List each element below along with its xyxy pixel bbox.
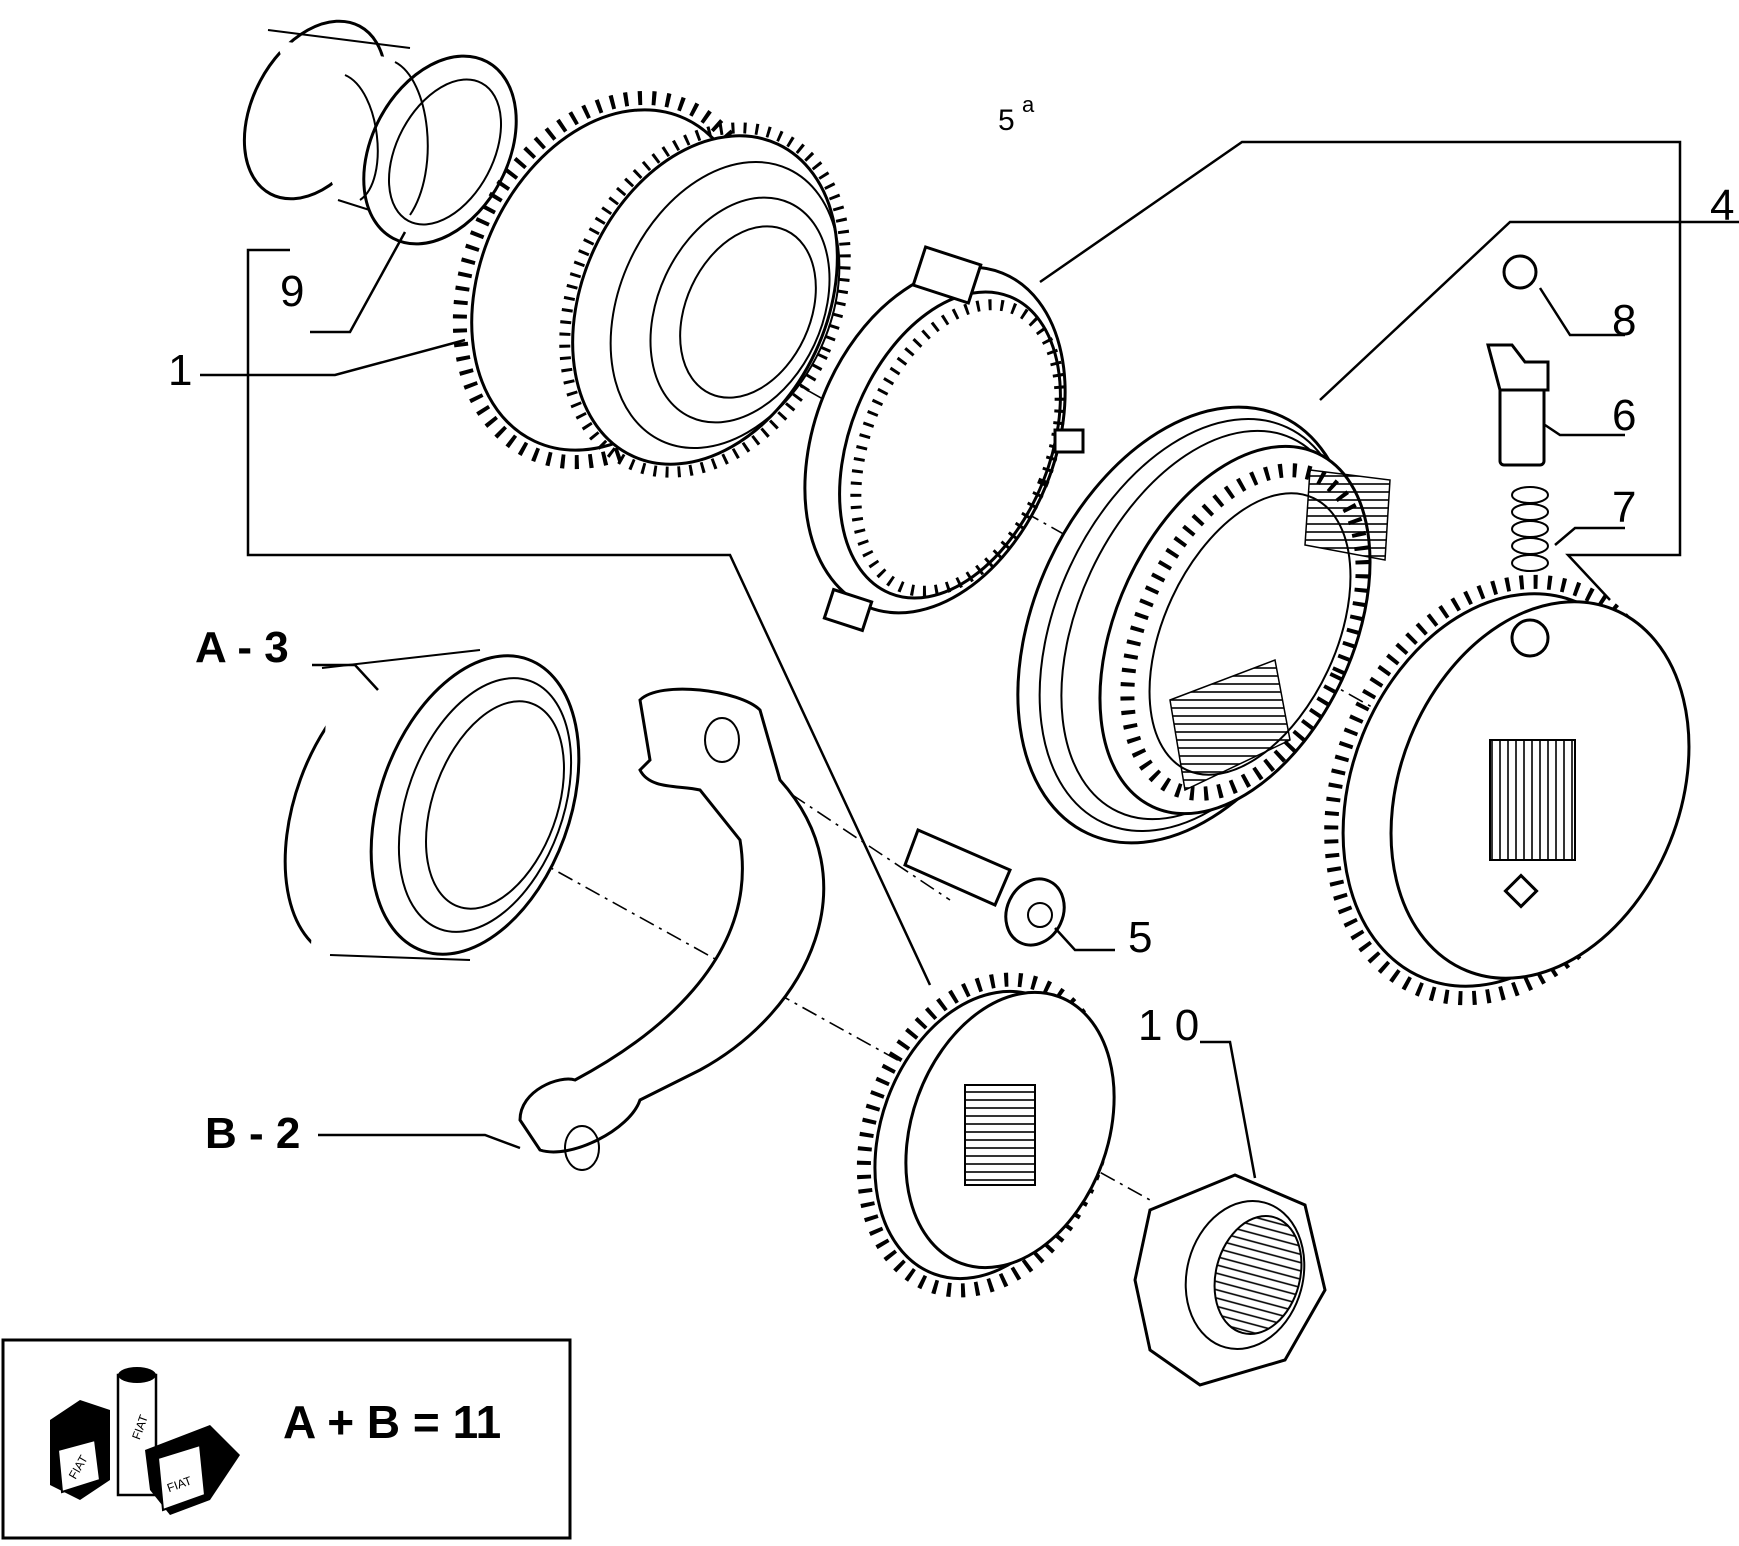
part-1-gear: [452, 90, 851, 478]
part-6-pin: [1486, 343, 1550, 467]
callout-1: 1: [168, 346, 192, 395]
part-4-sleeve: [1016, 405, 1391, 845]
part-7-spring: [1511, 486, 1549, 572]
synchro-ring: [803, 245, 1085, 633]
part-9-bushing: [242, 19, 518, 246]
group-bracket: [246, 140, 1682, 986]
callout-4: 4: [1710, 181, 1734, 230]
callout-7: 7: [1612, 483, 1636, 532]
callout-9: 9: [280, 267, 304, 316]
part-3-bearing: [283, 649, 581, 965]
callout-labels: 1 B - 2 A - 3 4 5 6 7 8 9 1 0: [168, 181, 1734, 1158]
leader-lines: [200, 220, 1739, 1179]
part-2-plate: [518, 687, 826, 1171]
svg-text:a: a: [1022, 92, 1035, 117]
synchro-hub: [1324, 574, 1691, 1006]
output-gear: [856, 972, 1116, 1298]
callout-3: A - 3: [195, 623, 289, 672]
diagram-title: 5 a: [998, 92, 1035, 137]
fiat-kit-icon: FIAT FIAT FIAT: [50, 1367, 240, 1515]
callout-5: 5: [1128, 913, 1152, 962]
legend-box: FIAT FIAT FIAT A + B = 11: [1, 1338, 572, 1540]
svg-text:5: 5: [998, 104, 1015, 137]
part-10-nut: [1133, 1173, 1327, 1387]
callout-2: B - 2: [205, 1109, 300, 1158]
callout-8: 8: [1612, 296, 1636, 345]
legend-formula: A + B = 11: [283, 1396, 501, 1448]
callout-6: 6: [1612, 391, 1636, 440]
callout-10: 1 0: [1138, 1001, 1199, 1050]
part-8-ball: [1502, 254, 1538, 290]
part-5-bolt: [903, 827, 1066, 947]
